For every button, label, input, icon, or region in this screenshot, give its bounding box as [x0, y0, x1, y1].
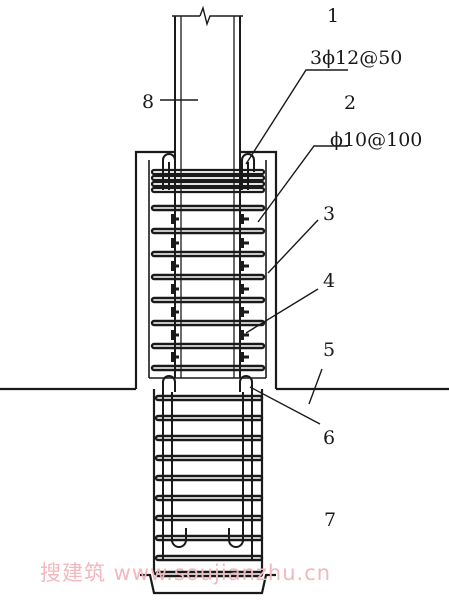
existing-column	[172, 5, 243, 378]
jacket-stirrup	[150, 204, 266, 212]
jacket-stirrup	[150, 364, 266, 372]
anchor-bolt	[241, 214, 249, 224]
anchor-bolt	[171, 330, 179, 340]
label-2-spec: ϕ10@100	[330, 129, 422, 151]
footing-stirrup	[154, 570, 264, 578]
footing-stirrup	[154, 554, 264, 562]
jacket-stirrup	[150, 250, 266, 258]
jacket-stirrup	[150, 342, 266, 350]
footing-stirrup	[154, 514, 264, 522]
jacket-stirrup	[150, 273, 266, 281]
jacket-stirrup	[150, 319, 266, 327]
footing-stirrup	[154, 494, 264, 502]
label-1-number: 1	[327, 5, 339, 27]
anchor-bolt	[171, 238, 179, 248]
anchor-bolt	[171, 307, 179, 317]
anchor-bolt	[171, 284, 179, 294]
jacket-outline	[134, 150, 278, 389]
lower-cage-bars	[162, 375, 253, 560]
footing-stirrup	[154, 414, 264, 422]
dense-stirrup	[150, 174, 266, 182]
label-5: 5	[323, 339, 335, 361]
anchor-bolt-group	[171, 214, 249, 362]
anchor-bolt	[171, 352, 179, 362]
leader-lines	[160, 69, 348, 425]
label-8: 8	[142, 91, 154, 113]
dense-stirrup	[150, 180, 266, 188]
label-1-spec: 3ϕ12@50	[310, 47, 402, 69]
anchor-bolt	[241, 307, 249, 317]
jacket-inner-lines	[148, 160, 267, 379]
footing-stirrup	[154, 474, 264, 482]
anchor-bolt	[171, 214, 179, 224]
footing-stirrup	[154, 434, 264, 442]
anchor-bolt	[241, 330, 249, 340]
anchor-bolt	[241, 238, 249, 248]
jacket-stirrup	[150, 296, 266, 304]
label-6: 6	[323, 427, 335, 449]
label-4: 4	[323, 270, 335, 292]
anchor-bolt	[171, 261, 179, 271]
anchor-bolt	[241, 261, 249, 271]
dense-stirrup	[150, 168, 266, 176]
stirrup-group	[150, 168, 266, 578]
footing-stirrup	[154, 394, 264, 402]
label-7: 7	[324, 509, 336, 531]
label-3: 3	[323, 203, 335, 225]
label-2-number: 2	[344, 92, 356, 114]
dense-stirrup	[150, 186, 266, 194]
watermark-text: 搜建筑 www.soujianzhu.cn	[40, 561, 331, 585]
footing-stirrup	[154, 534, 264, 542]
anchor-bolt	[241, 352, 249, 362]
footing-stirrup	[154, 454, 264, 462]
anchor-bolt	[241, 284, 249, 294]
jacket-stirrup	[150, 227, 266, 235]
